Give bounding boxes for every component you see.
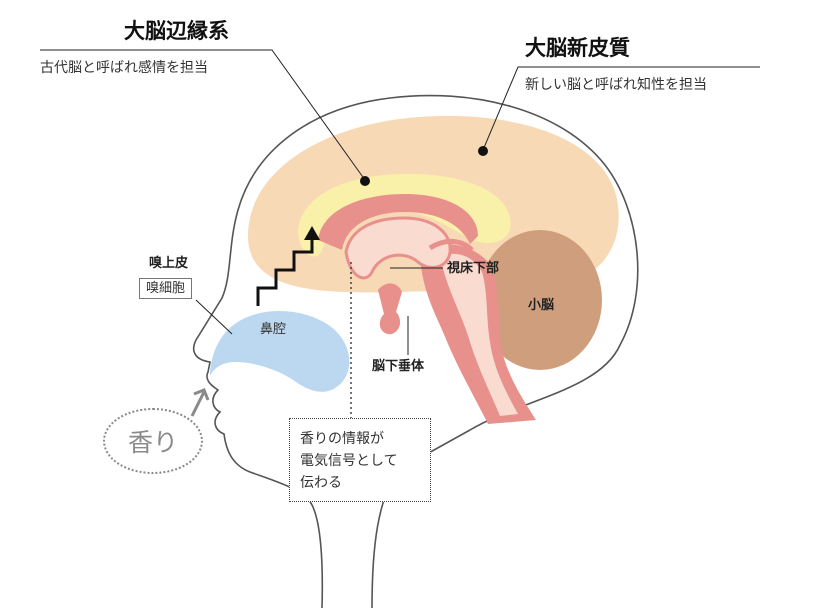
staircase-arrowhead xyxy=(304,226,320,240)
pituitary-stalk xyxy=(378,283,402,335)
info-line-1: 香りの情報が xyxy=(300,431,384,447)
neocortex-title: 大脳新皮質 xyxy=(525,36,630,60)
aroma-label: 香り xyxy=(127,428,178,457)
limbic-dot xyxy=(360,176,370,186)
brainstem-outer xyxy=(318,194,478,250)
nasal-cavity-label: 鼻腔 xyxy=(260,322,287,337)
cerebellum-label: 小脳 xyxy=(528,298,555,313)
signal-info-box: 香りの情報が 電気信号として 伝わる xyxy=(289,418,431,502)
aroma-arrow xyxy=(190,391,206,417)
pituitary-label: 脳下垂体 xyxy=(372,359,425,374)
head-outline xyxy=(192,94,639,609)
olfactory-epithelium-label: 嗅上皮 xyxy=(149,256,189,271)
neocortex-description: 新しい脳と呼ばれ知性を担当 xyxy=(525,77,707,93)
limbic-region xyxy=(298,173,511,257)
cerebellum-region xyxy=(478,230,602,370)
hypothalamus-label: 視床下部 xyxy=(447,261,500,276)
info-line-3: 伝わる xyxy=(300,475,342,491)
info-line-2: 電気信号として xyxy=(300,453,398,469)
aroma-arrowhead xyxy=(193,388,210,401)
brainstem-inner xyxy=(440,253,518,416)
thalamus-area xyxy=(344,216,452,280)
midbrain-curve xyxy=(428,239,474,252)
limbic-description: 古代脳と呼ばれ感情を担当 xyxy=(40,60,208,76)
nasal-cavity-shape xyxy=(210,311,350,392)
aroma-badge: 香り xyxy=(103,408,203,474)
limbic-title: 大脳辺縁系 xyxy=(124,19,229,43)
neocortex-leader xyxy=(482,66,760,151)
limbic-leader xyxy=(40,49,366,181)
olfactory-cell-label: 嗅細胞 xyxy=(139,278,193,299)
olfactory-leader xyxy=(195,299,233,335)
neocortex-dot xyxy=(478,146,488,156)
signal-staircase xyxy=(256,238,314,306)
